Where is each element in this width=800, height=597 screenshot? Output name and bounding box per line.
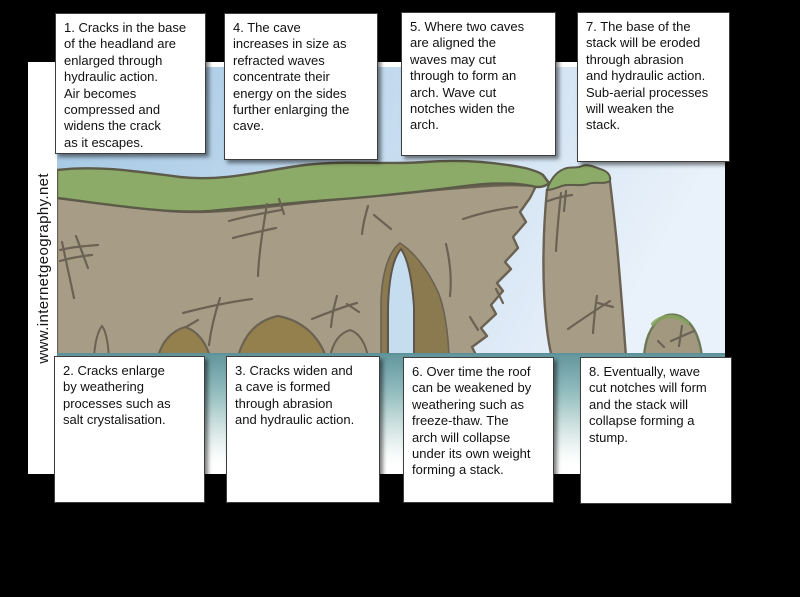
note-text-5: 5. Where two caves are aligned the waves…	[410, 19, 525, 133]
note-text-4: 4. The cave increases in size as refract…	[233, 20, 350, 134]
note-box-5: 5. Where two caves are aligned the waves…	[401, 12, 556, 156]
stack-grass-cap	[545, 164, 612, 192]
note-text-8: 8. Eventually, wave cut notches will for…	[589, 364, 707, 445]
note-box-3: 3. Cracks widen and a cave is formed thr…	[226, 356, 380, 503]
note-box-1: 1. Cracks in the base of the headland ar…	[55, 13, 206, 154]
note-box-7: 7. The base of the stack will be eroded …	[577, 12, 730, 162]
headland-grass	[57, 159, 551, 213]
note-text-1: 1. Cracks in the base of the headland ar…	[64, 20, 187, 150]
boulder-grey	[328, 328, 370, 358]
note-text-7: 7. The base of the stack will be eroded …	[586, 19, 709, 133]
note-box-2: 2. Cracks enlarge by weathering processe…	[54, 356, 205, 503]
stump-grass-tinge	[651, 314, 689, 326]
note-box-6: 6. Over time the roof can be weakened by…	[403, 357, 554, 503]
watermark-text: www.internetgeography.net	[34, 172, 52, 364]
stump	[642, 313, 704, 359]
arch-opening	[387, 247, 415, 358]
rock-pinnacle	[92, 324, 111, 358]
note-box-8: 8. Eventually, wave cut notches will for…	[580, 357, 732, 504]
note-text-3: 3. Cracks widen and a cave is formed thr…	[235, 363, 355, 428]
note-text-2: 2. Cracks enlarge by weathering processe…	[63, 363, 171, 428]
note-text-6: 6. Over time the roof can be weakened by…	[412, 364, 532, 478]
crack-marks	[58, 189, 696, 349]
note-box-4: 4. The cave increases in size as refract…	[224, 13, 378, 160]
boulder-large	[236, 314, 328, 359]
